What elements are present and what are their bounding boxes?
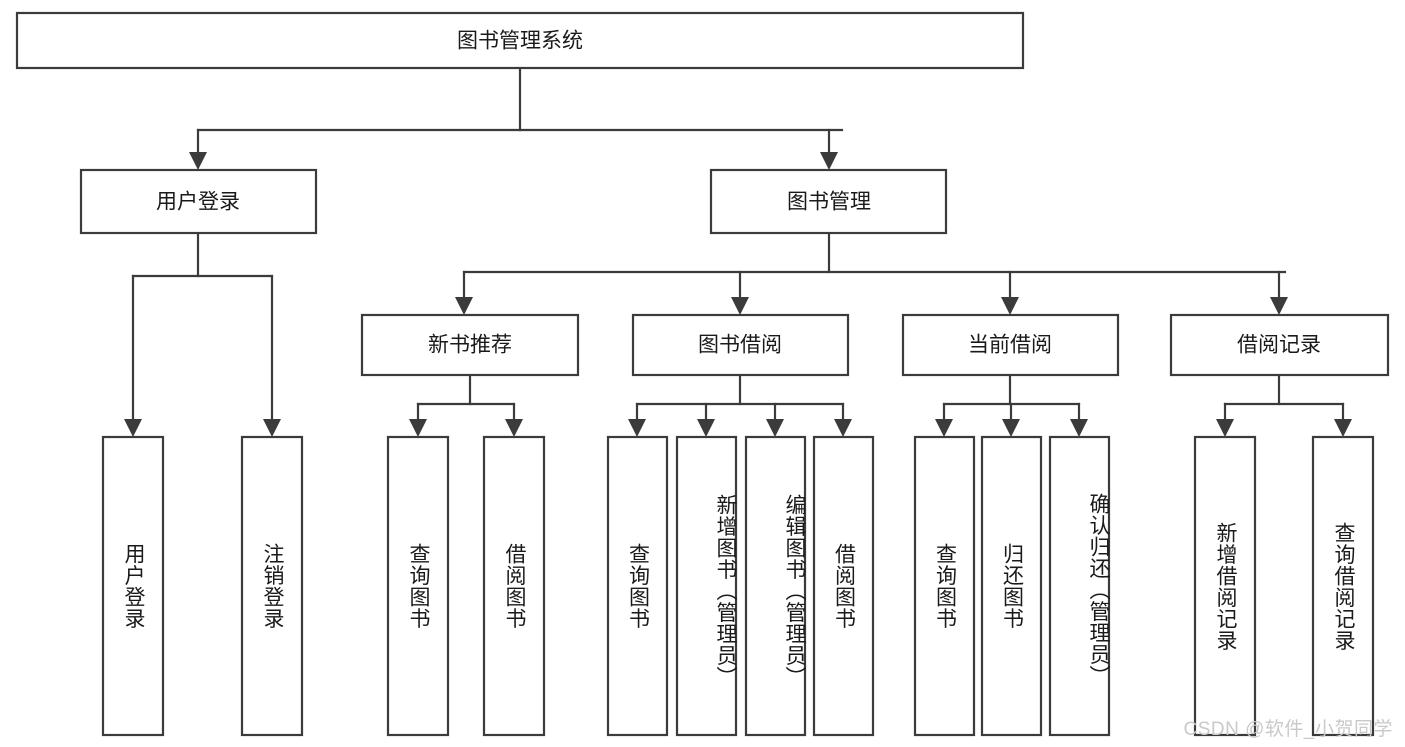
node-book-borrow-label: 图书借阅 <box>698 334 782 357</box>
node-new-book-recommend[interactable] <box>360 313 580 377</box>
arrow-borrow-record-leaf2 <box>1334 419 1352 437</box>
connector-group-book-manage <box>455 231 1288 315</box>
arrow-to-borrow-record <box>1270 297 1288 315</box>
leaf-book-borrow-3[interactable] <box>744 435 807 737</box>
arrow-to-book-borrow <box>731 297 749 315</box>
arrow-new-book-leaf2 <box>505 419 523 437</box>
node-borrow-record-label: 借阅记录 <box>1237 334 1321 357</box>
arrow-user-login-leaf2 <box>263 419 281 437</box>
arrow-book-borrow-leaf4 <box>834 419 852 437</box>
arrow-current-borrow-leaf3 <box>1070 419 1088 437</box>
node-current-borrow[interactable] <box>901 313 1120 377</box>
arrow-borrow-record-leaf1 <box>1216 419 1234 437</box>
arrow-to-current-borrow <box>1001 297 1019 315</box>
connector-group-book-borrow <box>628 373 852 437</box>
arrow-current-borrow-leaf1 <box>935 419 953 437</box>
connector-group-root <box>189 66 844 170</box>
node-new-book-recommend-label: 新书推荐 <box>428 334 512 357</box>
leaf-borrow-record-1[interactable] <box>1193 435 1257 737</box>
arrow-to-book-manage <box>820 152 838 170</box>
leaf-book-borrow-1[interactable] <box>606 435 669 737</box>
node-current-borrow-label: 当前借阅 <box>968 334 1052 357</box>
leaf-current-borrow-3[interactable] <box>1048 435 1111 737</box>
node-book-manage[interactable] <box>709 168 948 235</box>
node-user-login[interactable] <box>79 168 318 235</box>
arrow-to-new-book <box>455 297 473 315</box>
node-borrow-record[interactable] <box>1169 313 1390 377</box>
arrow-book-borrow-leaf3 <box>766 419 784 437</box>
leaf-user-login-1[interactable] <box>101 435 165 737</box>
csdn-watermark: CSDN @软件_小贺同学 <box>1183 719 1393 740</box>
node-book-borrow[interactable] <box>631 313 850 377</box>
arrow-book-borrow-leaf1 <box>628 419 646 437</box>
leaf-current-borrow-1[interactable] <box>913 435 976 737</box>
leaf-new-book-1[interactable] <box>386 435 450 737</box>
leaf-book-borrow-4[interactable] <box>812 435 875 737</box>
arrow-current-borrow-leaf2 <box>1002 419 1020 437</box>
arrow-to-user-login <box>189 152 207 170</box>
connector-group-borrow-record <box>1216 373 1352 437</box>
node-root-label: 图书管理系统 <box>457 30 583 53</box>
arrow-book-borrow-leaf2 <box>697 419 715 437</box>
leaf-new-book-2[interactable] <box>482 435 546 737</box>
leaf-borrow-record-2[interactable] <box>1311 435 1375 737</box>
arrow-user-login-leaf1 <box>124 419 142 437</box>
arrow-new-book-leaf1 <box>409 419 427 437</box>
leaf-current-borrow-2[interactable] <box>980 435 1043 737</box>
connector-group-new-book <box>409 373 523 437</box>
connector-group-current-borrow <box>935 373 1088 437</box>
node-root[interactable] <box>15 11 1025 70</box>
leaf-user-login-2[interactable] <box>240 435 304 737</box>
node-user-login-label: 用户登录 <box>156 191 240 214</box>
leaf-book-borrow-2[interactable] <box>675 435 738 737</box>
node-book-manage-label: 图书管理 <box>787 191 871 214</box>
connector-group-user-login <box>124 231 281 437</box>
